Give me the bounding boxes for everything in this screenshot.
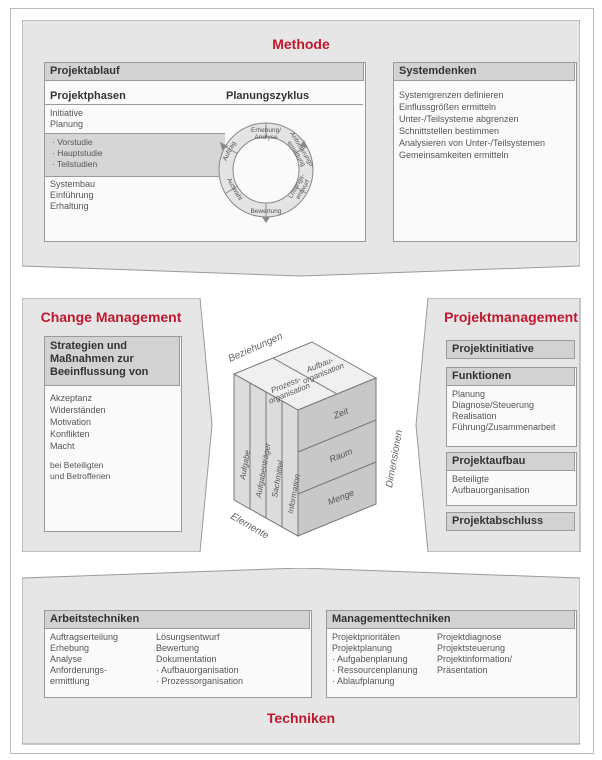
list-item: Unter-/Teilsysteme abgrenzen	[399, 114, 519, 124]
change-title: Change Management	[40, 309, 182, 325]
list-item: Gemeinsamkeiten ermitteln	[399, 150, 509, 160]
list-item: Schnittstellen bestimmen	[399, 126, 500, 136]
list-item: Systemgrenzen definieren	[399, 90, 504, 100]
pm-funktionen-items: Planung Diagnose/Steuerung Realisation F…	[452, 389, 556, 432]
cube-dimensionen: Dimensionen	[384, 429, 405, 489]
methode-title: Methode	[272, 36, 330, 52]
phases-highlight	[45, 133, 225, 177]
planungszyklus-ring: Erhebung/Analyse Anforderungs-ermittlung…	[218, 122, 316, 223]
dimension-cube: Aufbau-organisation Prozess-organisation…	[227, 331, 405, 542]
arbeit-col1: Auftragserteilung Erhebung Analyse Anfor…	[50, 632, 119, 686]
projektablauf-header: Projektablauf	[44, 62, 364, 81]
pm-abschluss: Projektabschluss	[446, 512, 575, 531]
list-item: Analysieren von Unter-/Teilsystemen	[399, 138, 546, 148]
pm-aufbau-header: Projektaufbau	[446, 452, 575, 471]
managementtechniken-header: Managementtechniken	[326, 610, 575, 629]
phases-bottom: Systembau Einführung Erhaltung	[50, 179, 96, 211]
change-header-text: Strategien und Maßnahmen zur Beeinflussu…	[50, 340, 149, 378]
arbeit-col2: Lösungsentwurf Bewertung Dokumentation ·…	[156, 632, 244, 686]
cycle-bewertung: Bewertung	[250, 208, 281, 215]
management-col2: Projektdiagnose Projektsteuerung Projekt…	[437, 632, 513, 675]
management-col1: Projektprioritäten Projektplanung · Aufg…	[332, 632, 418, 686]
techniken-title: Techniken	[266, 710, 336, 726]
systemdenken-items: Systemgrenzen definieren Einflussgrößen …	[399, 89, 545, 161]
systemdenken-box	[393, 62, 577, 242]
phases-top: Initiative Planung	[50, 108, 84, 129]
pm-aufbau-items: Beteiligte Aufbauorganisation	[452, 474, 530, 495]
pm-funktionen-header: Funktionen	[446, 367, 575, 386]
cycle-erhebung: Erhebung/Analyse	[251, 127, 281, 141]
phases-mid: · Vorstudie · Hauptstudie · Teilstudien	[52, 137, 103, 169]
projektphasen-label: Projektphasen	[50, 90, 126, 102]
change-header	[44, 336, 180, 386]
pm-initiative: Projektinitiative	[446, 340, 575, 359]
systemdenken-header: Systemdenken	[393, 62, 575, 81]
arbeitstechniken-header: Arbeitstechniken	[44, 610, 310, 629]
change-items: Akzeptanz Widerständen Motivation Konfli…	[50, 393, 106, 451]
change-note: bei Beteiligten und Betroffenen	[50, 460, 111, 481]
divider	[45, 104, 363, 105]
list-item: Einflussgrößen ermitteln	[399, 102, 497, 112]
pm-title: Projektmanagement	[444, 309, 578, 325]
planungszyklus-label: Planungszyklus	[226, 90, 310, 102]
